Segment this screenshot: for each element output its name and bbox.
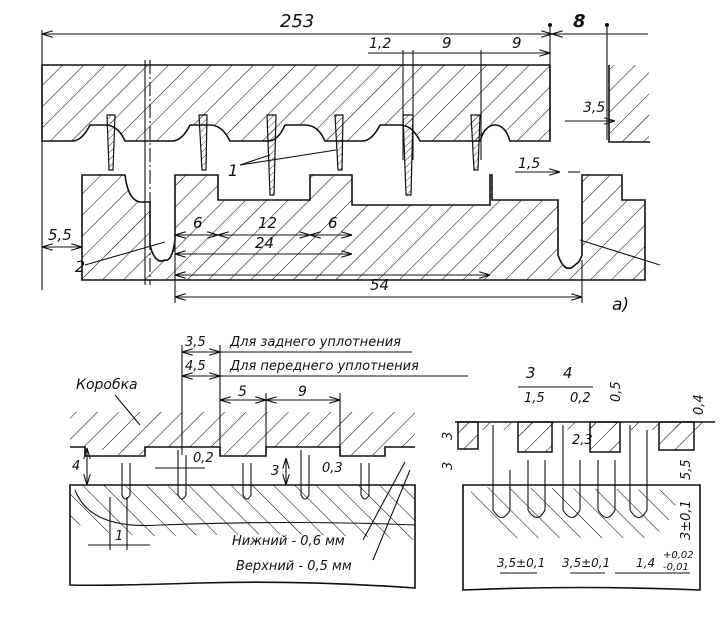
dim-9a: 9 [442,34,452,52]
fin [334,114,344,171]
dim-3c-a: 3 [441,432,456,440]
fins [106,114,481,196]
dim-2-3c: 2,3 [572,433,593,448]
dim-0-2c: 0,2 [570,391,591,406]
seal-strips-c [492,425,648,519]
dim-1-5: 1,5 [518,156,540,172]
dim-24: 24 [255,234,274,252]
strip [121,463,131,500]
dim-6a: 6 [193,214,203,232]
dim-1-4-tol-dn: -0,01 [663,562,689,573]
callout-1: 1 [228,161,238,180]
dim-1-4: 1,4 [636,556,655,570]
shaft-body [69,484,416,589]
fin [106,114,116,171]
dim-0-3: 0,3 [322,461,343,476]
dim-54: 54 [370,276,389,294]
dim-1-2: 1,2 [369,36,391,52]
figure-c: 3 4 1,5 0,2 0,5 0,4 2,3 3 3 5,5 3±0,1 3,… [441,364,715,591]
figure-b: 3,5 Для заднего уплотнения 4,5 Для перед… [69,335,468,589]
figure-a: 253 8 1,2 9 9 3,5 [41,11,661,315]
dim-3: 3 [271,464,279,479]
fin [402,114,414,196]
strip [492,425,511,519]
fin [470,114,481,171]
dim-9b: 9 [512,34,522,52]
strip [360,463,370,500]
note-lower: Нижний - 0,6 мм [232,534,345,549]
dim-3-5-rear: 3,5 [185,335,206,350]
dim-3-5-tol-a: 3,5±0,1 [497,556,545,570]
dim-9: 9 [298,384,307,400]
strip [527,460,546,519]
strip [597,460,616,519]
dim-3-tol: 3±0,1 [679,500,694,540]
dim-3-5-tol-b: 3,5±0,1 [562,556,610,570]
note-rear-seal: Для заднего уплотнения [229,335,401,350]
strip [300,450,310,500]
dim-5: 5 [238,384,247,400]
dim-5-5: 5,5 [48,226,72,244]
dim-4: 4 [72,459,80,474]
dim-5-5c: 5,5 [679,459,694,480]
seal-strips [121,450,370,500]
strip [629,425,648,519]
stator-body [41,64,551,142]
dim-3-top: 3 [526,364,536,382]
label-korobka: Коробка [76,377,138,393]
dim-3c-b: 3 [441,462,456,470]
rotor-body [81,174,646,281]
fin [266,114,277,196]
note-upper: Верхний - 0,5 мм [236,559,352,574]
dim-12: 12 [258,214,277,232]
dim-1-5c: 1,5 [524,391,545,406]
dim-1: 1 [115,529,123,544]
fin [198,114,208,171]
stator-right [609,65,649,142]
shaft-hatch [70,485,415,540]
housing-hatch [70,412,415,455]
strip [242,463,252,500]
note-front-seal: Для переднего уплотнения [229,359,419,374]
dim-0-4c: 0,4 [692,394,707,415]
dim-4-top: 4 [563,364,573,382]
dim-0-2: 0,2 [193,451,214,466]
figure-a-label: а) [612,295,629,315]
strip [562,425,581,519]
dim-8: 8 [573,11,586,32]
strip [177,450,187,500]
dim-253: 253 [280,11,314,32]
dim-4-5-front: 4,5 [185,359,206,374]
dim-0-5c: 0,5 [609,381,624,402]
callout-2: 2 [75,257,85,276]
dim-1-4-tol-up: +0,02 [663,550,694,561]
dim-6b: 6 [328,214,338,232]
dim-3-5: 3,5 [583,100,605,116]
